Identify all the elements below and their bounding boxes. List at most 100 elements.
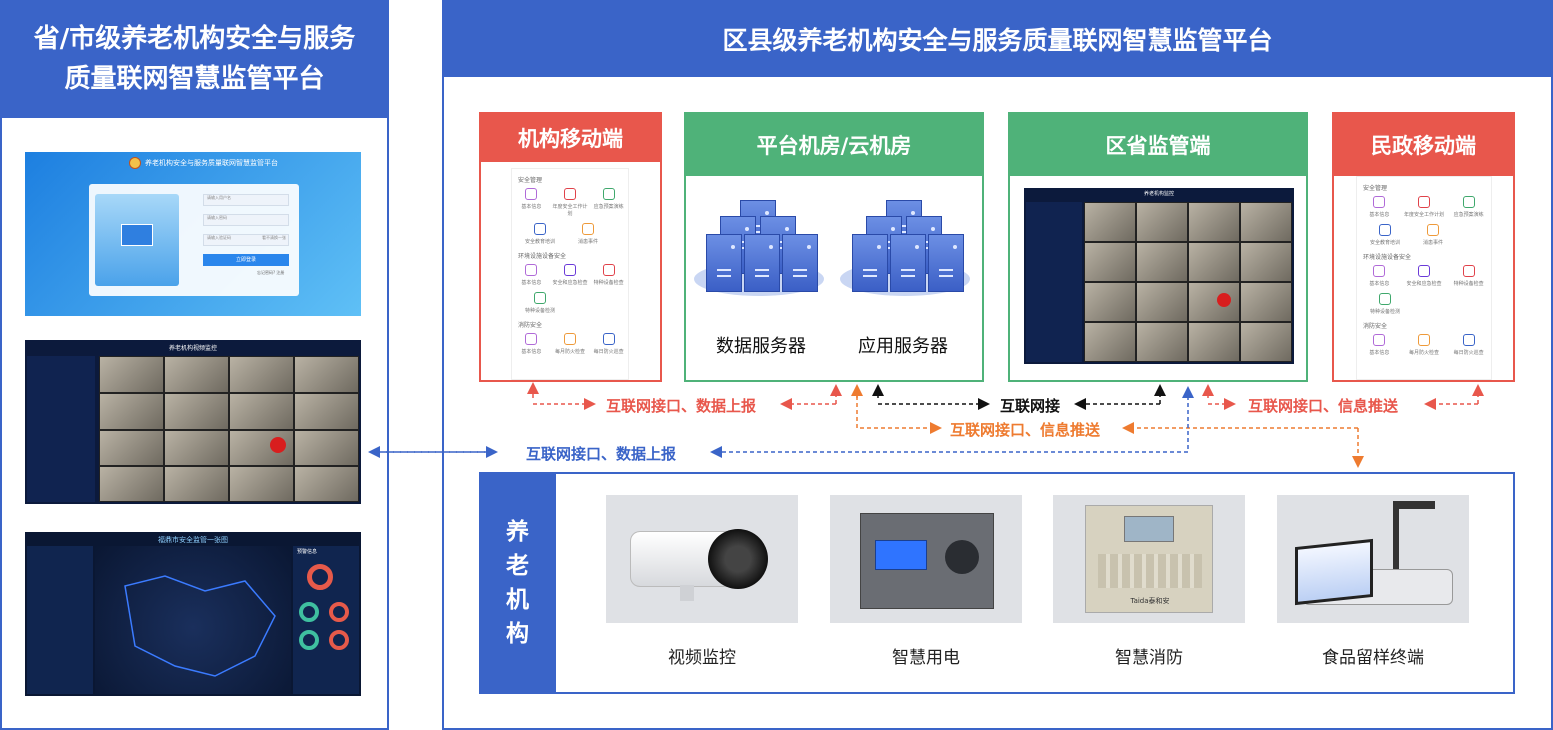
video-cell[interactable] bbox=[294, 356, 359, 393]
video-cell[interactable] bbox=[229, 356, 294, 393]
login-links[interactable]: 忘记密码? 注册 bbox=[257, 270, 285, 275]
fire-panel-icon: Taida泰和安 bbox=[1085, 505, 1213, 613]
app-server-cluster-icon bbox=[836, 200, 976, 300]
video-cell[interactable] bbox=[1136, 242, 1188, 282]
video-cell[interactable] bbox=[1136, 202, 1188, 242]
pen-icon bbox=[1462, 265, 1475, 277]
app-item[interactable]: 特种设备检测 bbox=[520, 292, 560, 314]
video-cell[interactable] bbox=[1136, 282, 1188, 322]
app-item[interactable]: 安全和应急检查 bbox=[551, 264, 590, 286]
donut-chart-icon bbox=[329, 630, 349, 650]
video-cell[interactable] bbox=[1240, 242, 1292, 282]
video-cell[interactable] bbox=[1240, 202, 1292, 242]
side-char: 机 bbox=[506, 587, 529, 613]
app-item[interactable]: 基本信息 bbox=[512, 188, 551, 217]
data-server-label: 数据服务器 bbox=[716, 336, 806, 357]
video-cell[interactable] bbox=[1084, 322, 1136, 362]
login-form-card: 请输入用户名 请输入密码 请输入验证码看不清换一张 立即登录 忘记密码? 注册 bbox=[89, 184, 299, 296]
video-cell[interactable] bbox=[1240, 282, 1292, 322]
red-lantern-icon bbox=[270, 437, 286, 453]
app-item[interactable]: 安全教育培训 bbox=[1365, 224, 1405, 246]
app-item[interactable]: 每月防火检查 bbox=[1404, 334, 1444, 356]
video-cell[interactable] bbox=[1188, 282, 1240, 322]
video-cell[interactable] bbox=[1084, 282, 1136, 322]
app-item[interactable]: 基本信息 bbox=[1359, 196, 1399, 218]
meter-screen bbox=[875, 540, 927, 570]
app-item[interactable]: 年度安全工作计划 bbox=[1404, 196, 1444, 218]
food-terminal-icon bbox=[1285, 499, 1461, 619]
captcha-refresh[interactable]: 看不清换一张 bbox=[262, 235, 286, 240]
donut-chart-icon bbox=[299, 602, 319, 622]
app-item[interactable]: 安全教育培训 bbox=[520, 223, 560, 245]
video-cell[interactable] bbox=[294, 430, 359, 466]
video-cell[interactable] bbox=[1136, 322, 1188, 362]
video-cell[interactable] bbox=[164, 393, 229, 430]
video-cell[interactable] bbox=[229, 466, 294, 502]
app-item-label: 安全和应急检查 bbox=[552, 280, 588, 286]
device-card-fire[interactable]: Taida泰和安 bbox=[1053, 495, 1245, 623]
login-button[interactable]: 立即登录 bbox=[203, 254, 289, 266]
map-area[interactable] bbox=[95, 546, 291, 694]
app-item-label: 每日防火巡查 bbox=[593, 349, 624, 355]
side-char: 构 bbox=[506, 621, 529, 647]
app-item[interactable]: 基本信息 bbox=[1359, 334, 1399, 356]
login-input-password[interactable]: 请输入密码 bbox=[203, 214, 289, 226]
video-cell[interactable] bbox=[1240, 322, 1292, 362]
platform-room-header: 平台机房/云机房 bbox=[686, 114, 982, 176]
truck-icon bbox=[1379, 293, 1391, 305]
app-item[interactable]: 每日防火巡查 bbox=[1449, 334, 1489, 356]
terminal-camera-head bbox=[1395, 501, 1435, 509]
device-card-camera[interactable] bbox=[606, 495, 798, 623]
video-cell[interactable] bbox=[99, 430, 164, 466]
login-input-username[interactable]: 请输入用户名 bbox=[203, 194, 289, 206]
app-item-label: 基本信息 bbox=[1369, 281, 1390, 287]
video-cell[interactable] bbox=[1084, 242, 1136, 282]
map-dashboard-sidebar bbox=[27, 546, 93, 694]
app-item[interactable]: 基本信息 bbox=[1359, 265, 1399, 287]
video-cell[interactable] bbox=[229, 430, 294, 466]
district-platform-title: 区县级养老机构安全与服务质量联网智慧监管平台 bbox=[442, 0, 1553, 77]
device-card-food[interactable] bbox=[1277, 495, 1469, 623]
platform-room-box: 平台机房/云机房 数据服务器 应用服务器 bbox=[684, 112, 984, 382]
civil-mobile-app-screen: 安全管理 基本信息 年度安全工作计划 应急预案演练 安全教育培训 消患事件 环境… bbox=[1356, 176, 1492, 380]
video-cell[interactable] bbox=[164, 430, 229, 466]
login-input-captcha[interactable]: 请输入验证码看不清换一张 bbox=[203, 234, 289, 246]
app-item[interactable]: 特种设备检测 bbox=[1365, 293, 1405, 315]
users-icon bbox=[1379, 224, 1391, 236]
app-item[interactable]: 消患事件 bbox=[568, 223, 608, 245]
app-item[interactable]: 应急预案演练 bbox=[589, 188, 628, 217]
video-cell[interactable] bbox=[229, 393, 294, 430]
video-cell[interactable] bbox=[1084, 202, 1136, 242]
video-cell[interactable] bbox=[294, 393, 359, 430]
video-cell[interactable] bbox=[1188, 202, 1240, 242]
device-label-food: 食品留样终端 bbox=[1322, 648, 1424, 668]
video-cell[interactable] bbox=[1188, 242, 1240, 282]
video-cell[interactable] bbox=[99, 393, 164, 430]
app-item[interactable]: 特种设备检查 bbox=[589, 264, 628, 286]
video-cell[interactable] bbox=[1188, 322, 1240, 362]
app-item[interactable]: 应急预案演练 bbox=[1449, 196, 1489, 218]
app-item[interactable]: 安全和应急检查 bbox=[1404, 265, 1444, 287]
app-item-label: 基本信息 bbox=[521, 349, 542, 355]
app-item-label: 基本信息 bbox=[1369, 212, 1390, 218]
app-item[interactable]: 基本信息 bbox=[512, 333, 551, 355]
info-icon bbox=[525, 188, 538, 200]
app-item[interactable]: 每日防火巡查 bbox=[589, 333, 628, 355]
video-cell[interactable] bbox=[99, 356, 164, 393]
video-cell[interactable] bbox=[294, 466, 359, 502]
info-icon bbox=[1373, 334, 1386, 346]
app-item-label: 应急预案演练 bbox=[593, 204, 624, 210]
video-cell[interactable] bbox=[164, 466, 229, 502]
device-card-power[interactable] bbox=[830, 495, 1022, 623]
video-cell[interactable] bbox=[164, 356, 229, 393]
app-item[interactable]: 特种设备检查 bbox=[1449, 265, 1489, 287]
app-item[interactable]: 消患事件 bbox=[1413, 224, 1453, 246]
app-item[interactable]: 年度安全工作计划 bbox=[551, 188, 590, 217]
app-item[interactable]: 基本信息 bbox=[512, 264, 551, 286]
server-icon bbox=[890, 234, 926, 292]
provincial-title-line1: 省/市级养老机构安全与服务 bbox=[33, 24, 356, 54]
platform-room-label: 平台机房/云机房 bbox=[756, 134, 912, 158]
video-cell[interactable] bbox=[99, 466, 164, 502]
info-icon bbox=[1373, 196, 1386, 208]
app-item[interactable]: 每月防火检查 bbox=[551, 333, 590, 355]
